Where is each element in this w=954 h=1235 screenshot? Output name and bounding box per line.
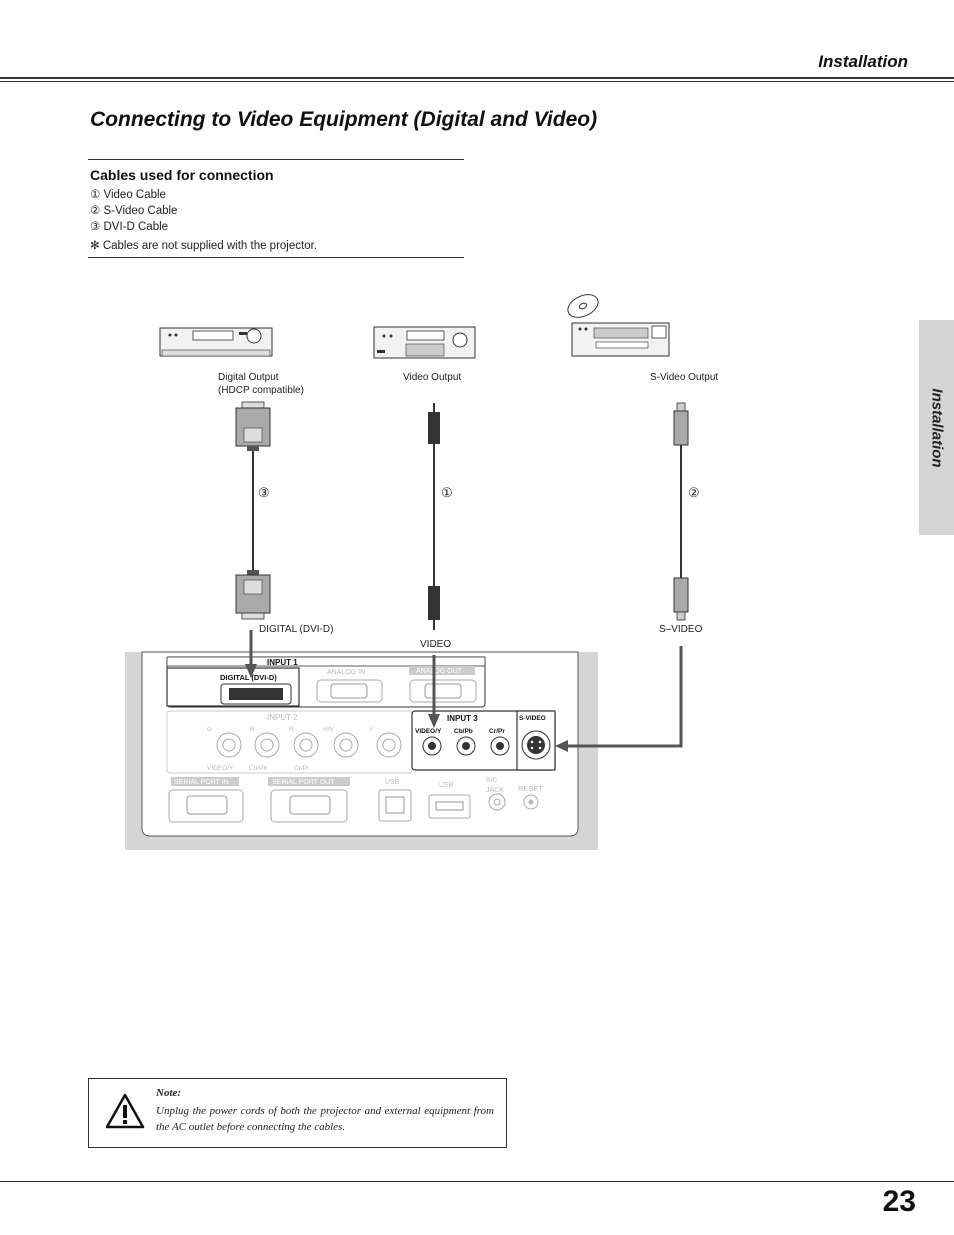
- cables-heading: Cables used for connection: [90, 167, 274, 183]
- serial-in-label: SERIAL PORT IN: [174, 779, 229, 786]
- svideo-connector-label: S–VIDEO: [659, 624, 703, 635]
- rc-label: R/C: [486, 777, 498, 784]
- analog-out-label: ANALOG OUT: [416, 668, 463, 675]
- svideo-output-label: S-Video Output: [650, 372, 718, 383]
- video-output-label: Video Output: [403, 372, 461, 383]
- analog-out-port: [409, 679, 477, 703]
- analog-in-port: [316, 679, 383, 703]
- svideo-port: [521, 730, 551, 760]
- section-header: Installation: [818, 52, 908, 71]
- serial-out-port: [270, 789, 348, 823]
- input2-bottom-label: Cr/Pr: [294, 765, 310, 772]
- usb-b-port: [378, 789, 412, 822]
- input2-bottom-label: Cb/Pb: [249, 765, 267, 772]
- video-player-icon: [373, 326, 476, 359]
- footer-rule: [0, 1181, 954, 1182]
- input2-top-label: V: [369, 726, 374, 733]
- analog-in-label: ANALOG IN: [327, 669, 365, 676]
- dvi-connector-label: DIGITAL (DVI-D): [259, 624, 333, 635]
- usb-label: USB: [385, 779, 400, 786]
- cable-mark-dvi: ③: [258, 485, 270, 500]
- usb-label: USB: [439, 782, 454, 789]
- digital-player-icon: [159, 327, 273, 357]
- header-rule: [0, 77, 954, 79]
- cables-box: Cables used for connection ① Video Cable…: [88, 159, 464, 258]
- input3-jacks: [422, 736, 510, 756]
- input2-label: INPUT 2: [267, 713, 298, 722]
- input3-jack-label: Cr/Pr: [489, 728, 505, 735]
- dvi-cable: [235, 401, 271, 620]
- reset-button: [523, 794, 539, 810]
- serial-out-label: SERIAL PORT OUT: [272, 779, 335, 786]
- note-body: Unplug the power cords of both the proje…: [156, 1105, 494, 1133]
- input2-jacks: [216, 732, 402, 758]
- digital-output-label: Digital Output: [218, 372, 279, 383]
- input1-label: INPUT 1: [267, 658, 298, 667]
- jack-label: JACK: [486, 787, 504, 794]
- input3-label: INPUT 3: [447, 714, 478, 723]
- input2-top-label: G: [207, 726, 212, 733]
- page-number: 23: [882, 1185, 916, 1218]
- reset-label: RESET: [518, 784, 543, 793]
- video-connector-label: VIDEO: [420, 639, 451, 650]
- digital-port-label: DIGITAL (DVI-D): [220, 673, 277, 682]
- input2-top-label: B: [250, 726, 254, 733]
- input2-top-label: H/V: [323, 726, 335, 733]
- cable-mark-svideo: ②: [688, 485, 700, 500]
- svideo-port-label: S-VIDEO: [519, 715, 546, 722]
- dvi-port: [220, 683, 292, 705]
- connection-arrows: [249, 630, 683, 748]
- warning-icon: [105, 1093, 145, 1129]
- dvd-player-icon: [567, 294, 670, 357]
- arrow-heads: [245, 664, 568, 752]
- svideo-cable: [673, 402, 689, 621]
- page-title: Connecting to Video Equipment (Digital a…: [90, 108, 598, 131]
- input2-bottom-label: VIDEO/Y: [207, 765, 234, 772]
- cable-mark-video: ①: [441, 485, 453, 500]
- hdcp-label: (HDCP compatible): [218, 385, 304, 396]
- video-cable: [428, 403, 440, 630]
- input3-jack-label: VIDEO/Y: [415, 728, 442, 735]
- cable-item: ③ DVI-D Cable: [90, 221, 169, 233]
- cable-item: ② S-Video Cable: [90, 205, 178, 217]
- cable-item: ① Video Cable: [90, 189, 166, 201]
- usb-a-port: [428, 794, 471, 819]
- cables-footnote: ✻ Cables are not supplied with the proje…: [90, 240, 317, 252]
- rc-jack: [488, 793, 506, 811]
- input2-top-label: R: [289, 726, 294, 733]
- serial-in-port: [168, 789, 244, 823]
- header-rule-thin: [0, 81, 954, 82]
- note-title: Note:: [156, 1087, 182, 1099]
- side-tab: Installation: [919, 320, 954, 535]
- input3-jack-label: Cb/Pb: [454, 728, 473, 735]
- note-box: Note: Unplug the power cords of both the…: [88, 1078, 507, 1148]
